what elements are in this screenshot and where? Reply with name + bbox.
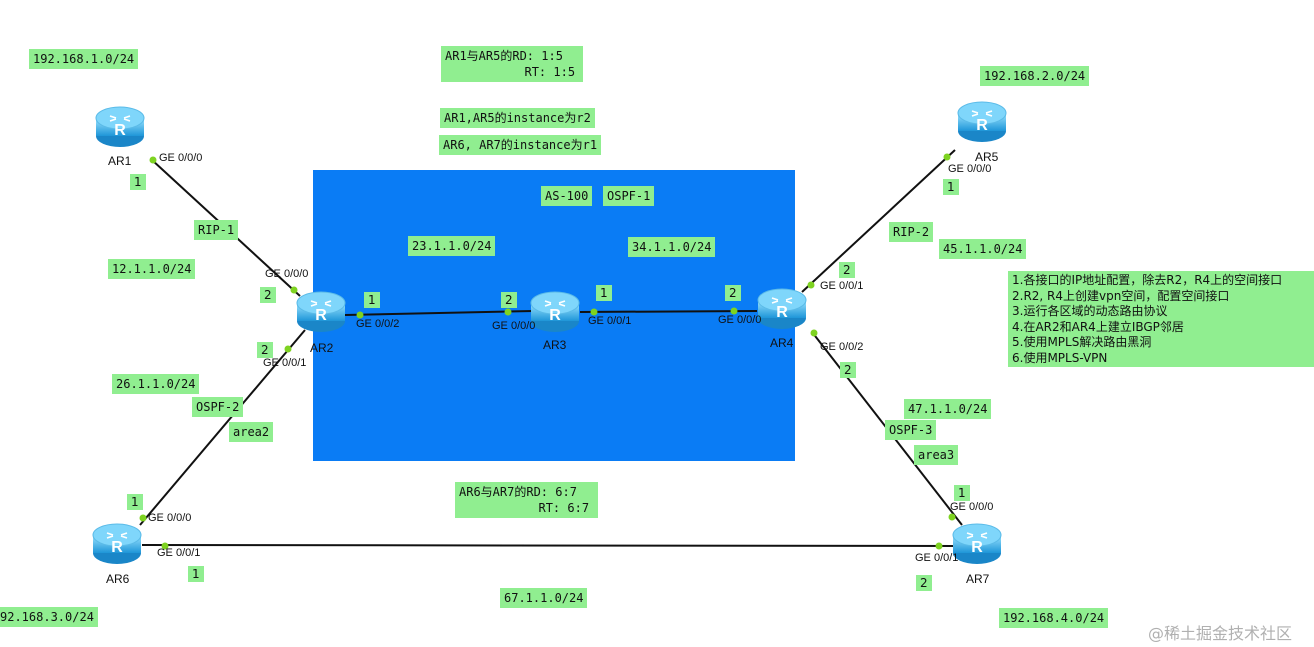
host-id: 1	[188, 566, 204, 582]
protocol-rip1: RIP-1	[194, 220, 239, 240]
ospf1-label: OSPF-1	[603, 186, 655, 206]
network-12: 12.1.1.0/24	[108, 259, 196, 279]
network-lan1: 192.168.1.0/24	[29, 49, 139, 69]
instance-ar6-ar7: AR6, AR7的instance为r1	[439, 135, 602, 155]
port-ar5-g000: GE 0/0/0	[948, 163, 992, 175]
host-id: 1	[943, 179, 959, 195]
router-ar3-label: AR3	[543, 338, 567, 352]
protocol-rip2: RIP-2	[889, 222, 934, 242]
note-line: 6.使用MPLS-VPN	[1012, 350, 1108, 365]
protocol-ospf3: OSPF-3	[885, 420, 937, 440]
router-ar2-icon	[296, 291, 346, 333]
note-line: 4.在AR2和AR4上建立IBGP邻居	[1012, 319, 1184, 334]
port-ar3-g001: GE 0/0/1	[588, 315, 632, 327]
rd-ar1-ar5: AR1与AR5的RD: 1:5 RT: 1:5	[441, 46, 583, 82]
host-id: 1	[954, 485, 970, 501]
router-ar1-label: AR1	[108, 154, 132, 168]
network-26: 26.1.1.0/24	[112, 374, 200, 394]
port-dot	[807, 281, 815, 289]
network-lan3: 92.168.3.0/24	[0, 607, 98, 627]
host-id: 1	[130, 174, 146, 190]
port-dot	[161, 542, 169, 550]
router-ar5-icon	[957, 101, 1007, 143]
host-id: 2	[725, 285, 741, 301]
network-34: 34.1.1.0/24	[628, 237, 716, 257]
port-dot	[139, 514, 147, 522]
host-id: 1	[127, 494, 143, 510]
protocol-ospf2: OSPF-2	[192, 397, 244, 417]
network-23: 23.1.1.0/24	[408, 236, 496, 256]
router-ar5-label: AR5	[975, 150, 999, 164]
port-ar2-g000: GE 0/0/0	[265, 268, 309, 280]
host-id: 2	[839, 262, 855, 278]
port-dot	[935, 542, 943, 550]
as-number-label: AS-100	[541, 186, 593, 206]
network-67: 67.1.1.0/24	[500, 588, 588, 608]
router-ar2-label: AR2	[310, 341, 334, 355]
router-ar6-icon	[92, 523, 142, 565]
port-ar7-g001: GE 0/0/1	[915, 552, 959, 564]
link-ar2-ar6	[139, 329, 306, 526]
port-dot	[590, 308, 598, 316]
router-ar4-label: AR4	[770, 336, 794, 350]
network-lan2: 192.168.2.0/24	[980, 66, 1090, 86]
router-ar3-icon	[530, 291, 580, 333]
port-dot	[284, 345, 292, 353]
port-dot	[810, 329, 818, 337]
host-id: 1	[596, 285, 612, 301]
router-ar7-label: AR7	[966, 572, 990, 586]
protocol-area3: area3	[914, 445, 959, 465]
port-dot	[730, 307, 738, 315]
network-47: 47.1.1.0/24	[904, 399, 992, 419]
rd-ar6-ar7: AR6与AR7的RD: 6:7 RT: 6:7	[455, 482, 598, 518]
port-dot	[943, 153, 951, 161]
note-line: 2.R2, R4上创建vpn空间，配置空间接口	[1012, 288, 1230, 303]
port-dot	[149, 156, 157, 164]
port-dot	[948, 513, 956, 521]
watermark: @稀土掘金技术社区	[1148, 624, 1293, 643]
port-dot	[290, 286, 298, 294]
port-ar7-g000: GE 0/0/0	[950, 501, 994, 513]
host-id: 2	[257, 342, 273, 358]
host-id: 2	[501, 292, 517, 308]
port-ar6-g001: GE 0/0/1	[157, 547, 201, 559]
port-ar6-g000: GE 0/0/0	[148, 512, 192, 524]
port-ar4-g000: GE 0/0/0	[718, 314, 762, 326]
host-id: 2	[260, 287, 276, 303]
host-id: 1	[364, 292, 380, 308]
link-ar2-ar3	[344, 310, 534, 316]
port-dot	[504, 308, 512, 316]
network-45: 45.1.1.0/24	[939, 239, 1027, 259]
router-ar1-icon	[95, 106, 145, 148]
port-ar3-g000: GE 0/0/0	[492, 320, 536, 332]
router-ar4-icon	[757, 288, 807, 330]
instance-ar1-ar5: AR1,AR5的instance为r2	[440, 108, 595, 128]
network-lan4: 192.168.4.0/24	[999, 608, 1109, 628]
router-ar7-icon	[952, 523, 1002, 565]
link-ar4-ar5	[801, 149, 956, 293]
host-id: 2	[916, 575, 932, 591]
port-ar4-g002: GE 0/0/2	[820, 341, 864, 353]
link-ar6-ar7	[141, 544, 956, 547]
note-line: 3.运行各区域的动态路由协议	[1012, 304, 1168, 318]
task-notes: 1.各接口的IP地址配置，除去R2，R4上的空间接口 2.R2, R4上创建vp…	[1008, 271, 1314, 367]
port-ar4-g001: GE 0/0/1	[820, 280, 864, 292]
note-line: 1.各接口的IP地址配置，除去R2，R4上的空间接口	[1012, 273, 1283, 287]
port-dot	[356, 311, 364, 319]
protocol-area2: area2	[229, 422, 274, 442]
note-line: 5.使用MPLS解决路由黑洞	[1012, 335, 1152, 349]
port-ar2-g001: GE 0/0/1	[263, 357, 307, 369]
port-ar2-g002: GE 0/0/2	[356, 318, 400, 330]
host-id: 2	[840, 362, 856, 378]
link-ar3-ar4	[579, 310, 758, 313]
router-ar6-label: AR6	[106, 572, 130, 586]
port-ar1-g000: GE 0/0/0	[159, 152, 203, 164]
